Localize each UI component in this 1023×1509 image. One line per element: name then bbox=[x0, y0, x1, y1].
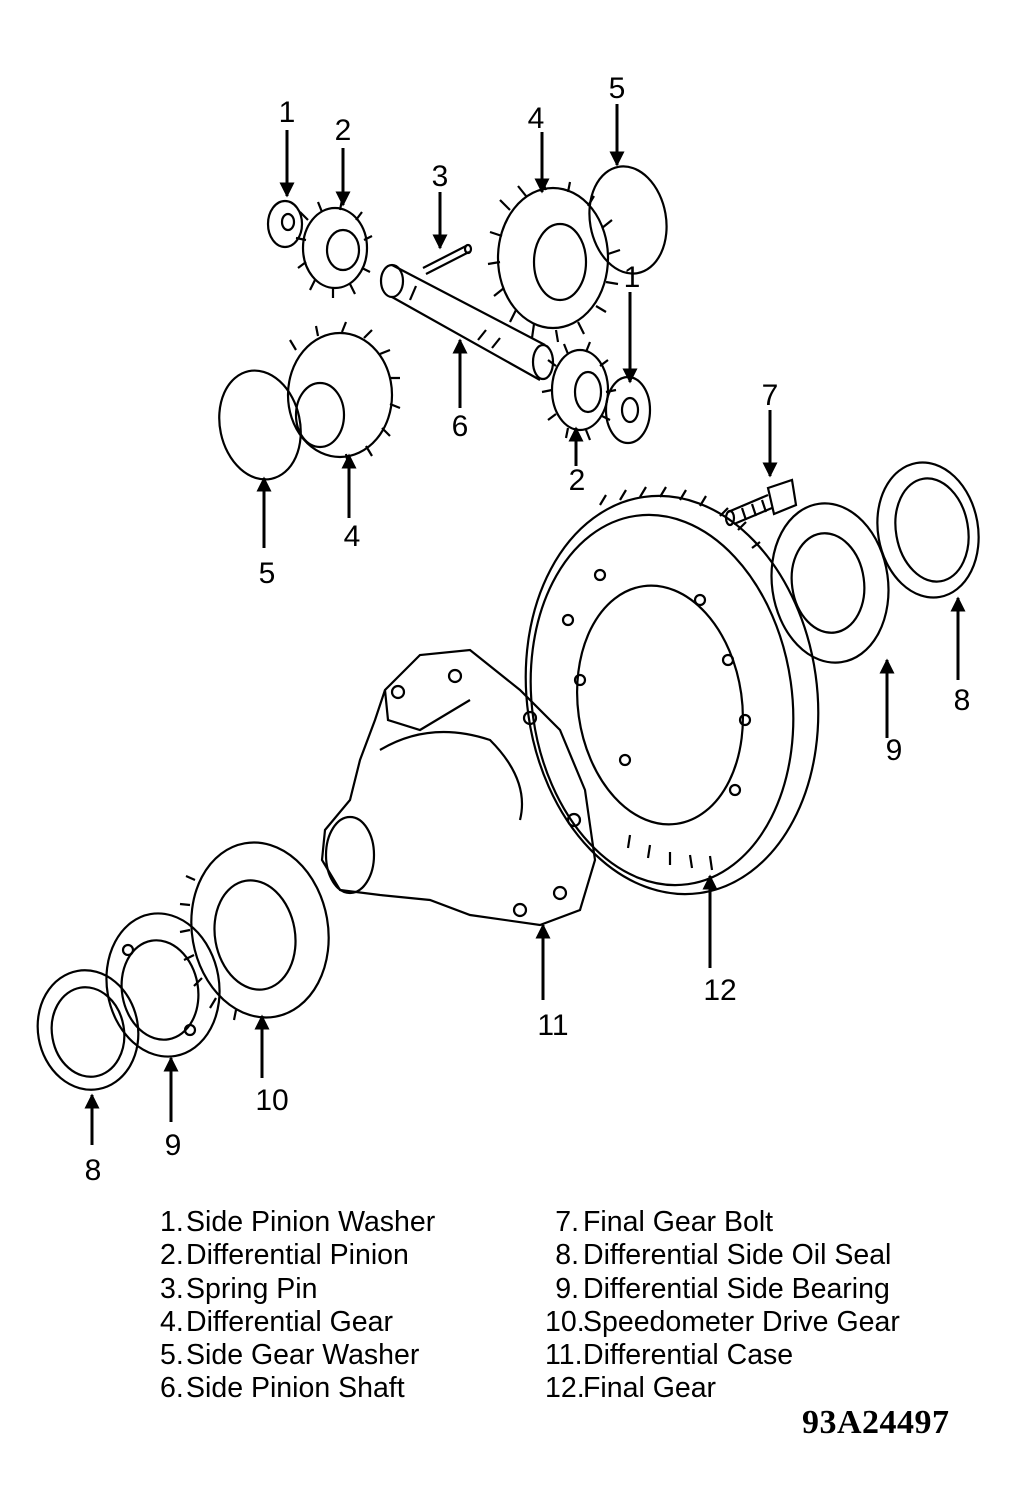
figure-id: 93A24497 bbox=[802, 1404, 950, 1441]
legend-right-column: 7.Final Gear Bolt 8.Differential Side Oi… bbox=[545, 1206, 900, 1406]
side-pinion-washer-top bbox=[266, 199, 304, 249]
differential-pinion-top bbox=[295, 199, 373, 298]
exploded-differential-diagram: 1 2 3 4 5 1 6 2 4 5 7 8 9 12 11 10 9 8 bbox=[36, 72, 980, 1187]
legend-number: 8. bbox=[555, 1239, 579, 1272]
callout-4: 4 bbox=[344, 520, 361, 553]
callout-10: 10 bbox=[255, 1084, 288, 1117]
callout-11: 11 bbox=[537, 1009, 568, 1042]
legend-item: 5.Side Gear Washer bbox=[160, 1339, 435, 1372]
legend-number: 10. bbox=[545, 1305, 585, 1338]
legend-number: 9. bbox=[555, 1272, 579, 1305]
legend-number: 6. bbox=[160, 1372, 184, 1405]
callout-8: 8 bbox=[954, 684, 971, 717]
callout-6: 6 bbox=[452, 410, 469, 443]
legend-label: Side Pinion Shaft bbox=[186, 1372, 405, 1405]
side-gear-washer-top bbox=[588, 165, 668, 275]
callout-12: 12 bbox=[703, 974, 736, 1007]
legend-item: 7.Final Gear Bolt bbox=[545, 1206, 900, 1239]
differential-gear-top bbox=[487, 179, 621, 343]
legend-label: Differential Side Oil Seal bbox=[583, 1239, 892, 1272]
callout-5: 5 bbox=[259, 557, 276, 590]
callout-8: 8 bbox=[85, 1154, 102, 1187]
legend-label: Differential Side Bearing bbox=[583, 1272, 890, 1305]
callout-1: 1 bbox=[279, 96, 296, 129]
differential-side-bearing-left bbox=[105, 912, 221, 1058]
legend-label: Differential Gear bbox=[186, 1305, 393, 1338]
legend-label: Side Pinion Washer bbox=[186, 1206, 436, 1238]
differential-case bbox=[320, 648, 597, 927]
side-pinion-shaft bbox=[379, 263, 555, 381]
legend-number: 11. bbox=[545, 1339, 583, 1372]
differential-side-oil-seal-right bbox=[876, 461, 980, 599]
legend-item: 10.Speedometer Drive Gear bbox=[545, 1306, 900, 1339]
legend-number: 12. bbox=[545, 1372, 585, 1405]
speedometer-drive-gear bbox=[179, 841, 330, 1021]
legend-number: 3. bbox=[160, 1272, 184, 1305]
legend-number: 2. bbox=[160, 1239, 184, 1272]
callout-7: 7 bbox=[762, 379, 779, 412]
spring-pin bbox=[422, 243, 473, 275]
legend-label: Speedometer Drive Gear bbox=[583, 1305, 900, 1338]
differential-gear-bottom bbox=[286, 321, 401, 465]
callout-3: 3 bbox=[432, 160, 449, 193]
callout-9: 9 bbox=[886, 734, 903, 767]
final-gear-bolt bbox=[724, 478, 798, 527]
legend-item: 3.Spring Pin bbox=[160, 1273, 435, 1306]
legend-number: 7. bbox=[555, 1206, 579, 1238]
side-pinion-washer-bottom bbox=[604, 375, 652, 445]
legend-left-column: 1.Side Pinion Washer 2.Differential Pini… bbox=[160, 1206, 435, 1406]
legend-label: Differential Case bbox=[583, 1339, 794, 1372]
differential-side-oil-seal-left bbox=[36, 969, 140, 1091]
legend-number: 1. bbox=[160, 1206, 184, 1238]
legend-item: 1.Side Pinion Washer bbox=[160, 1206, 435, 1239]
legend-item: 12.Final Gear bbox=[545, 1372, 900, 1405]
legend-item: 4.Differential Gear bbox=[160, 1306, 435, 1339]
callout-2: 2 bbox=[335, 114, 352, 147]
callout-5: 5 bbox=[609, 72, 626, 105]
legend-label: Final Gear Bolt bbox=[583, 1206, 774, 1238]
legend-item: 11.Differential Case bbox=[545, 1339, 900, 1372]
legend-label: Final Gear bbox=[583, 1372, 717, 1405]
legend-number: 4. bbox=[160, 1305, 184, 1338]
legend-item: 9.Differential Side Bearing bbox=[545, 1273, 900, 1306]
differential-side-bearing-right bbox=[770, 502, 890, 664]
callout-4: 4 bbox=[528, 102, 545, 135]
legend-label: Side Gear Washer bbox=[186, 1339, 420, 1372]
callout-2: 2 bbox=[569, 464, 586, 497]
legend-item: 2.Differential Pinion bbox=[160, 1239, 435, 1272]
legend-label: Spring Pin bbox=[186, 1272, 318, 1305]
legend-item: 8.Differential Side Oil Seal bbox=[545, 1239, 900, 1272]
legend-number: 5. bbox=[160, 1339, 184, 1372]
legend-item: 6.Side Pinion Shaft bbox=[160, 1372, 435, 1405]
callout-9: 9 bbox=[165, 1129, 182, 1162]
final-gear bbox=[524, 486, 820, 896]
callout-1: 1 bbox=[624, 261, 641, 294]
legend-label: Differential Pinion bbox=[186, 1239, 409, 1272]
